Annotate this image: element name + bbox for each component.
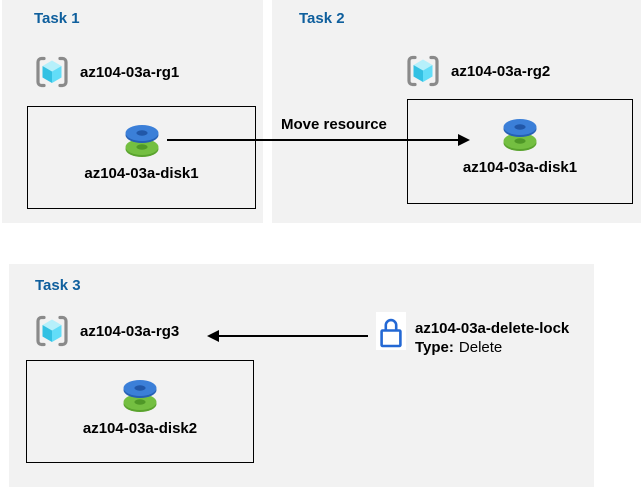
disk-label: az104-03a-disk1 — [462, 159, 578, 176]
task2-title: Task 2 — [299, 10, 345, 27]
lock-text: az104-03a-delete-lock Type:Delete — [415, 312, 569, 357]
lock-icon — [380, 318, 402, 348]
disk-icon — [123, 380, 157, 412]
disk-label: az104-03a-disk1 — [84, 165, 199, 182]
lock-tile — [376, 312, 406, 350]
disk-icon — [503, 119, 537, 151]
resource-group-icon — [407, 55, 439, 87]
disk-icon — [125, 125, 158, 157]
task3-panel: Task 3 az104-03a-rg3 az104-03a-disk2 az1… — [9, 264, 594, 487]
task1-title: Task 1 — [34, 10, 80, 27]
resource-group-icon — [36, 56, 68, 88]
lock-arrow-head — [207, 329, 219, 342]
move-arrow-label: Move resource — [281, 116, 387, 133]
lock-type-label: Type: — [415, 339, 454, 356]
resource-group-label: az104-03a-rg1 — [80, 63, 180, 81]
lock-type-value: Delete — [458, 339, 503, 356]
resource-group-label: az104-03a-rg2 — [451, 62, 551, 80]
task1-panel: Task 1 az104-03a-rg1 az104-03a-disk1 — [2, 0, 263, 223]
lock-arrow-line — [218, 335, 368, 337]
resource-group-icon — [36, 315, 68, 347]
move-arrow-line — [167, 139, 460, 141]
task3-resource-group: az104-03a-rg3 — [35, 315, 179, 347]
task2-resource-box: az104-03a-disk1 — [407, 99, 633, 204]
disk-label: az104-03a-disk2 — [82, 420, 198, 437]
task1-resource-group: az104-03a-rg1 — [35, 56, 179, 88]
task2-panel: Task 2 az104-03a-rg2 az104-03a-disk1 — [272, 0, 641, 223]
lock-type-line: Type:Delete — [415, 338, 569, 357]
delete-lock-group: az104-03a-delete-lock Type:Delete — [376, 312, 569, 357]
resource-group-label: az104-03a-rg3 — [80, 322, 180, 340]
task1-resource-box: az104-03a-disk1 — [27, 106, 256, 209]
move-arrow-head — [458, 133, 470, 146]
task2-resource-group: az104-03a-rg2 — [406, 55, 550, 87]
lock-name: az104-03a-delete-lock — [415, 320, 570, 337]
task3-title: Task 3 — [35, 277, 81, 294]
task3-resource-box: az104-03a-disk2 — [26, 360, 254, 463]
